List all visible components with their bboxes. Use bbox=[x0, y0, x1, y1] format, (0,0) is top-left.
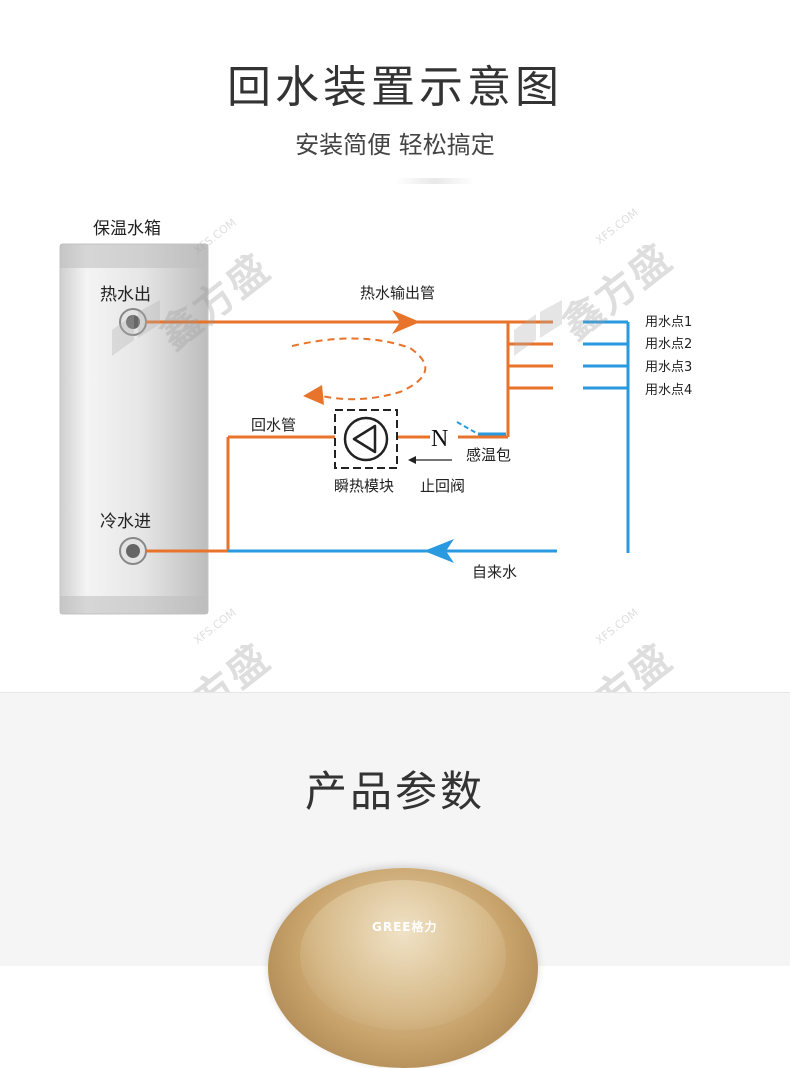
watermark-top-left: 鑫方盛 XFS.COM bbox=[110, 200, 280, 370]
hot-pipe-label: 热水输出管 bbox=[360, 284, 435, 302]
water-tank bbox=[59, 243, 209, 615]
use-point-4: 用水点4 bbox=[645, 383, 692, 398]
check-valve-direction-arrow bbox=[408, 456, 452, 464]
use-point-2: 用水点2 bbox=[645, 337, 692, 352]
pump-label: 瞬热模块 bbox=[334, 477, 394, 495]
product-brand-logo: GREE格力 bbox=[372, 920, 438, 934]
cold-flow-arrow bbox=[424, 539, 454, 563]
cold-supply-pipe bbox=[228, 320, 630, 553]
return-pipe-label: 回水管 bbox=[251, 416, 296, 434]
use-point-1: 用水点1 bbox=[645, 315, 692, 330]
temperature-sensor bbox=[456, 421, 506, 436]
page-subtitle: 安装简便 轻松搞定 bbox=[295, 131, 495, 159]
tap-water-label: 自来水 bbox=[472, 563, 517, 581]
hot-flow-arrow bbox=[392, 310, 420, 334]
pump-module bbox=[334, 409, 398, 469]
hot-output-pipe bbox=[146, 320, 553, 437]
section-divider bbox=[0, 692, 790, 693]
circulation-arrow bbox=[303, 385, 324, 405]
tank-label: 保温水箱 bbox=[93, 219, 161, 239]
cold-inlet-port bbox=[119, 537, 147, 565]
watermark-top-right: 鑫方盛 XFS.COM bbox=[512, 190, 682, 360]
sensor-label: 感温包 bbox=[466, 446, 511, 464]
product-params-title: 产品参数 bbox=[304, 767, 485, 816]
return-pipe bbox=[146, 435, 508, 553]
hot-out-label: 热水出 bbox=[100, 285, 151, 305]
page-title: 回水装置示意图 bbox=[227, 62, 563, 113]
circulation-dashed-loop bbox=[291, 337, 427, 401]
cold-in-label: 冷水进 bbox=[100, 512, 151, 532]
subtitle-divider bbox=[395, 178, 475, 184]
check-valve-symbol: N bbox=[431, 426, 448, 452]
watermark-logo-icon bbox=[514, 300, 562, 356]
return-water-diagram: 保温水箱 热水出 冷水进 热水输出管 回水管 bbox=[59, 219, 692, 615]
use-point-3: 用水点3 bbox=[645, 360, 692, 375]
watermark-logo-icon bbox=[112, 300, 160, 356]
check-valve-label: 止回阀 bbox=[420, 477, 465, 495]
product-panel bbox=[300, 880, 506, 1030]
